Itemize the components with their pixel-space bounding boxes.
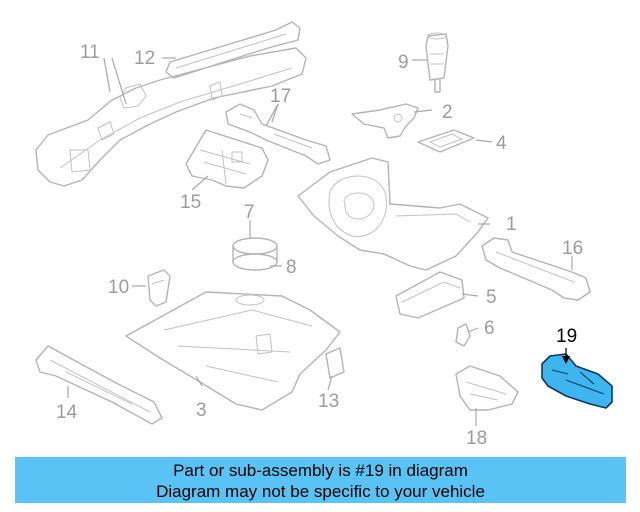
- callout-10: 10: [108, 277, 129, 298]
- part-9-jack: [425, 32, 449, 93]
- callout-3: 3: [196, 400, 207, 421]
- part-15-bracket: [185, 129, 269, 189]
- banner-line-disclaimer: Diagram may not be specific to your vehi…: [156, 482, 485, 501]
- callout-17: 17: [270, 86, 291, 107]
- callout-12: 12: [134, 48, 155, 69]
- banner-line-part: Part or sub-assembly is #19 in diagram: [173, 461, 468, 480]
- callout-15: 15: [180, 192, 201, 213]
- part-14-member: [35, 345, 163, 425]
- callout-1: 1: [506, 214, 517, 235]
- callout-6: 6: [484, 318, 495, 339]
- leader-lines: [67, 57, 573, 426]
- info-banner: Part or sub-assembly is #19 in diagram D…: [15, 457, 626, 503]
- callout-19: 19: [556, 326, 577, 347]
- part-4-plate: [417, 129, 475, 153]
- callout-11: 11: [80, 42, 100, 63]
- callout-18: 18: [466, 428, 487, 449]
- callout-5: 5: [486, 287, 497, 308]
- part-6-clip: [455, 323, 471, 347]
- part-18-shield: [455, 365, 519, 411]
- callout-9: 9: [398, 52, 409, 73]
- callout-8: 8: [286, 257, 297, 278]
- part-12-reinforcement: [165, 21, 301, 79]
- part-19-duct: [541, 353, 613, 409]
- part-16-extension: [481, 237, 591, 301]
- part-17-brace: [225, 103, 331, 165]
- part-5-bracket: [395, 271, 465, 319]
- part-7-plug: [232, 237, 278, 271]
- callout-14: 14: [56, 402, 78, 423]
- part-2-bracket: [351, 103, 419, 139]
- part-3-floor-pan: [125, 291, 341, 411]
- callout-2: 2: [442, 102, 453, 123]
- callout-16: 16: [562, 238, 583, 259]
- callout-7: 7: [244, 202, 255, 223]
- callout-4: 4: [496, 133, 507, 154]
- part-1-rear-floor: [297, 157, 489, 271]
- part-13-plate: [325, 347, 345, 379]
- part-10-bracket: [147, 269, 171, 307]
- parts-diagram: 11 12 9 2 4 17 15 7 1 8 16 10 5 6 3 13 1…: [35, 21, 613, 449]
- part-11-rail: [35, 47, 307, 187]
- callout-13: 13: [318, 391, 339, 412]
- callout-labels: 11 12 9 2 4 17 15 7 1 8 16 10 5 6 3 13 1…: [56, 42, 583, 449]
